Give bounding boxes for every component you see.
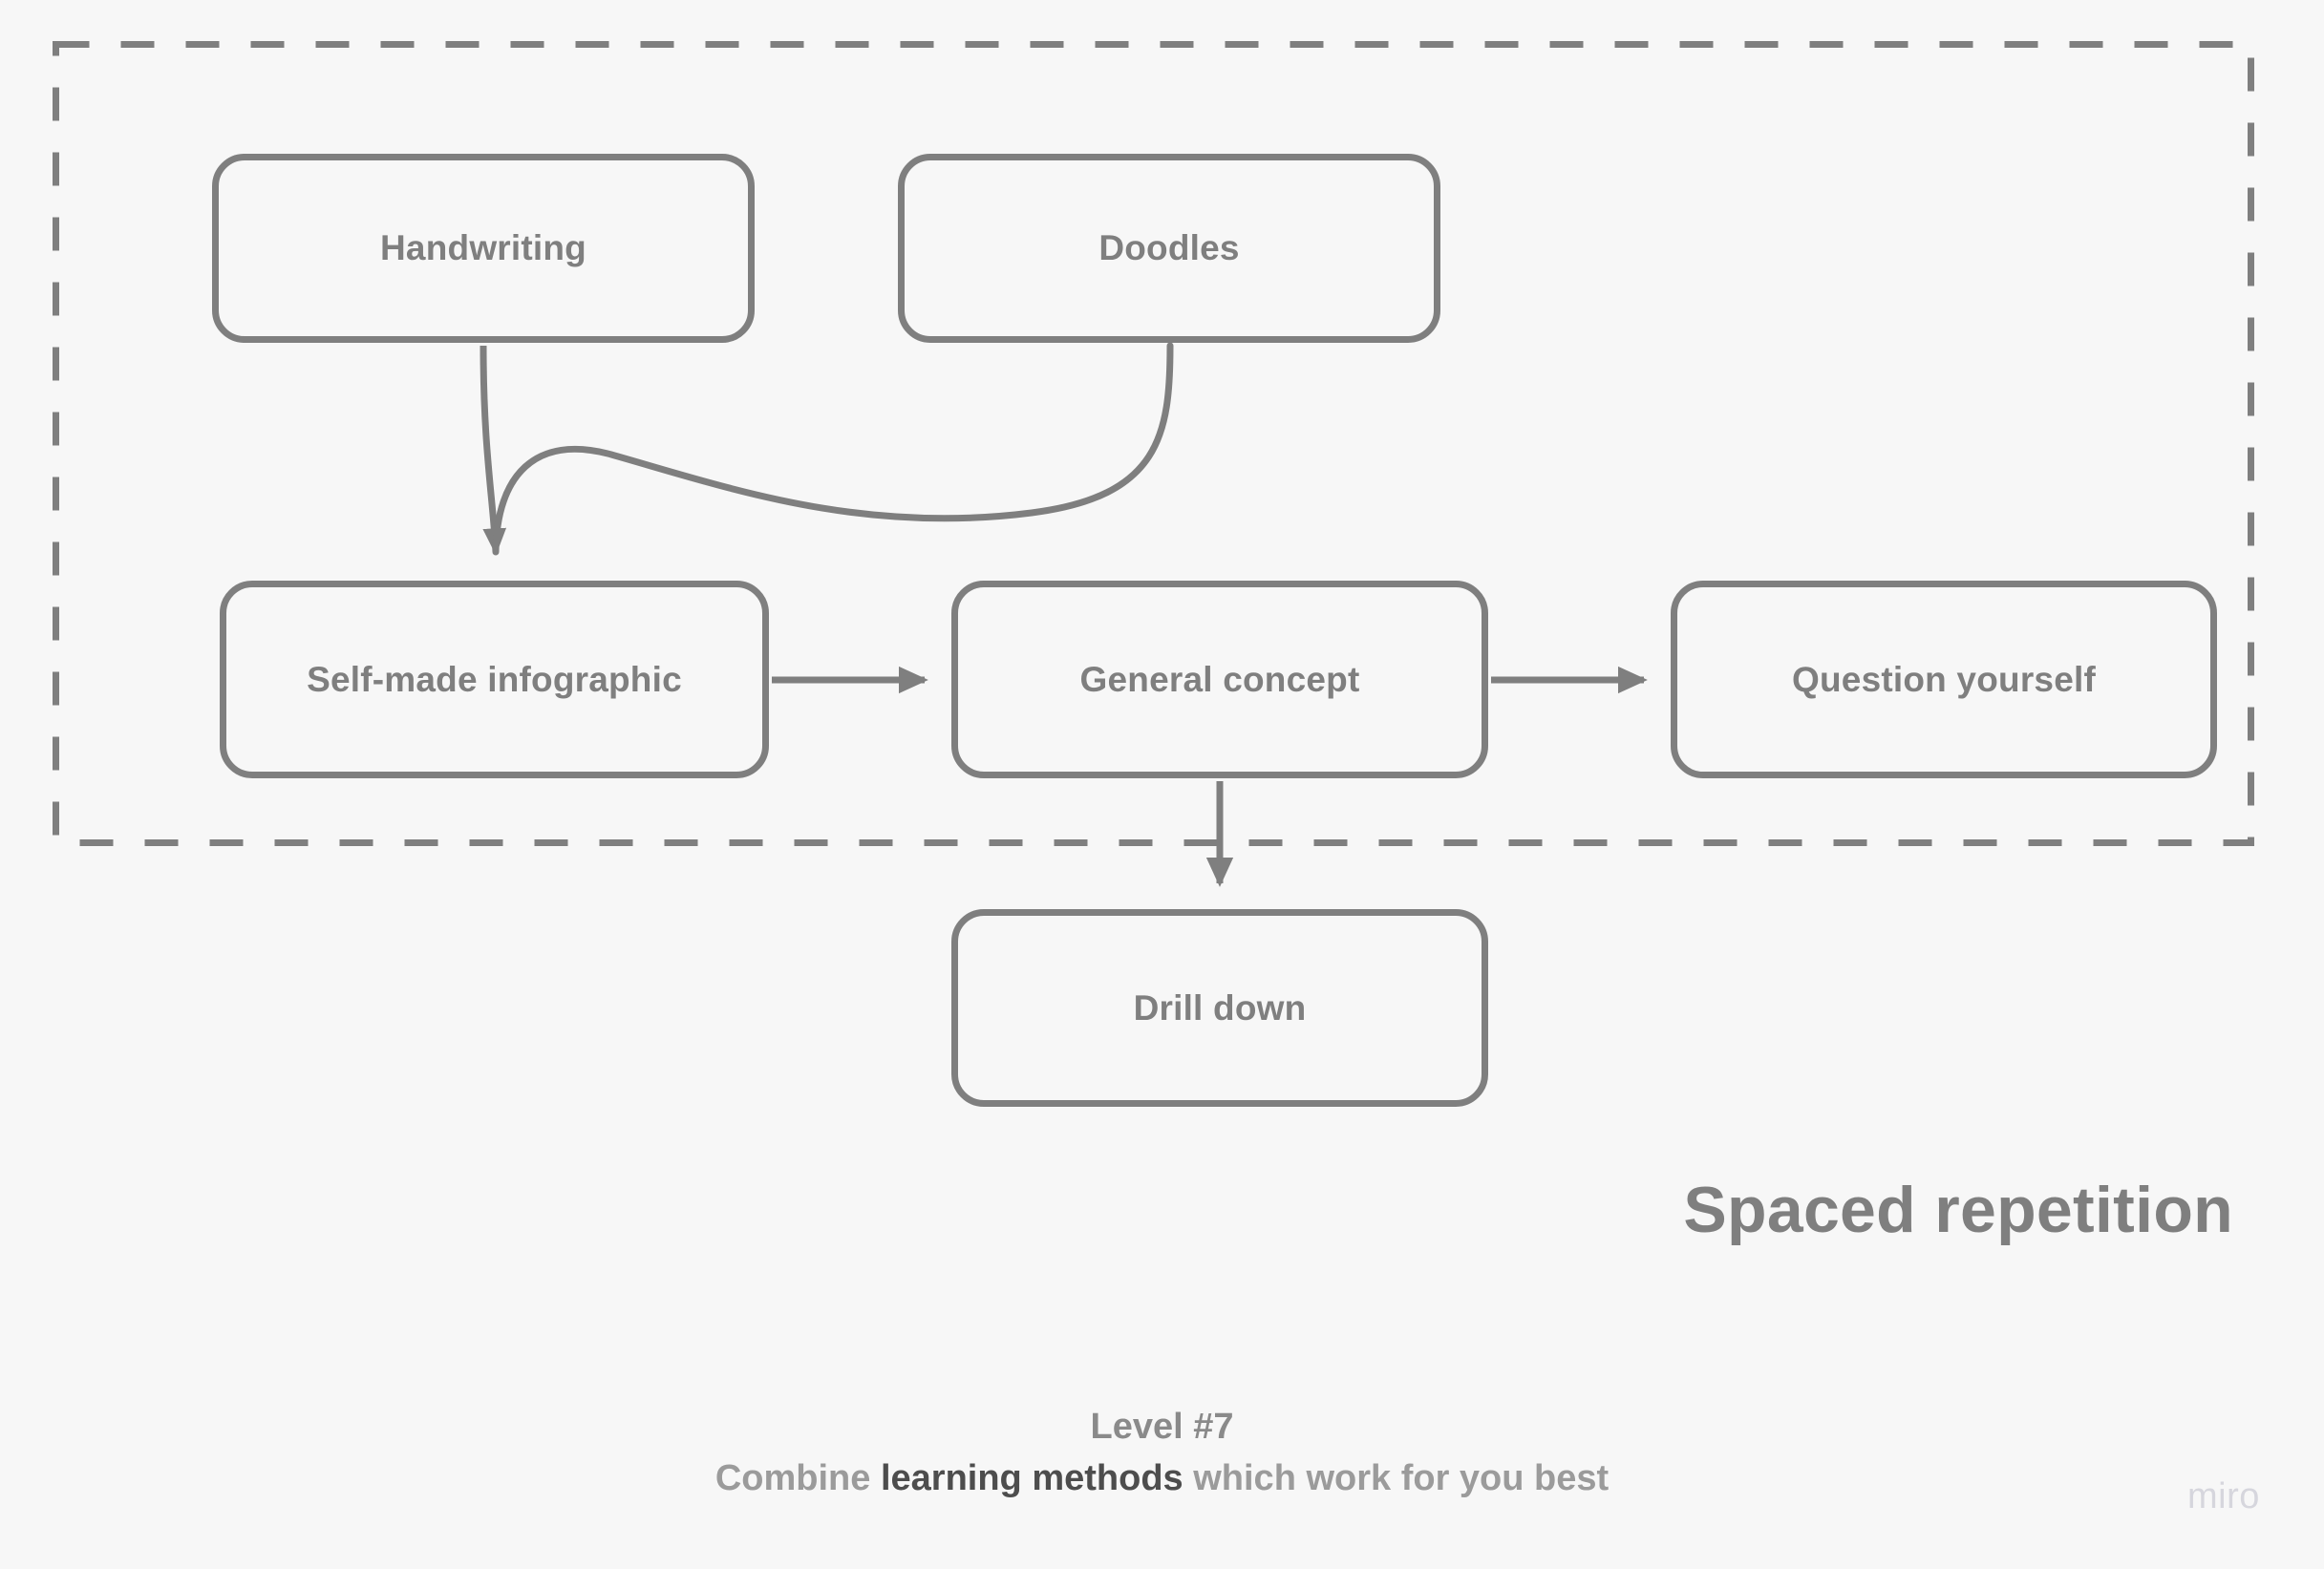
node-drill-down[interactable]: Drill down — [951, 909, 1488, 1107]
footer-level-text: Level #7 — [1090, 1407, 1234, 1447]
miro-wordmark-logo: miro — [2187, 1476, 2260, 1516]
node-general-concept[interactable]: General concept — [951, 581, 1488, 778]
footer: Level #7 Combine learning methods which … — [0, 1404, 2324, 1501]
frame-border — [53, 41, 2254, 846]
node-self-made-infographic[interactable]: Self-made infographic — [220, 581, 769, 778]
node-doodles[interactable]: Doodles — [898, 154, 1440, 343]
footer-caption-prefix: Combine — [714, 1457, 881, 1498]
node-general-concept-label: General concept — [1079, 659, 1360, 699]
footer-caption-suffix: which work for you best — [1183, 1457, 1610, 1498]
footer-caption: Combine learning methods which work for … — [0, 1455, 2324, 1502]
node-doodles-label: Doodles — [1098, 228, 1240, 267]
node-self-made-infographic-label: Self-made infographic — [307, 659, 682, 699]
frame-title: Spaced repetition — [1683, 1174, 2233, 1246]
node-question-yourself-label: Question yourself — [1792, 659, 2096, 699]
node-question-yourself[interactable]: Question yourself — [1671, 581, 2217, 778]
frame-dashed-rect — [53, 41, 2254, 846]
node-handwriting[interactable]: Handwriting — [212, 154, 755, 343]
footer-caption-strong: learning methods — [880, 1457, 1183, 1498]
node-handwriting-label: Handwriting — [380, 228, 586, 267]
node-drill-down-label: Drill down — [1133, 987, 1307, 1028]
